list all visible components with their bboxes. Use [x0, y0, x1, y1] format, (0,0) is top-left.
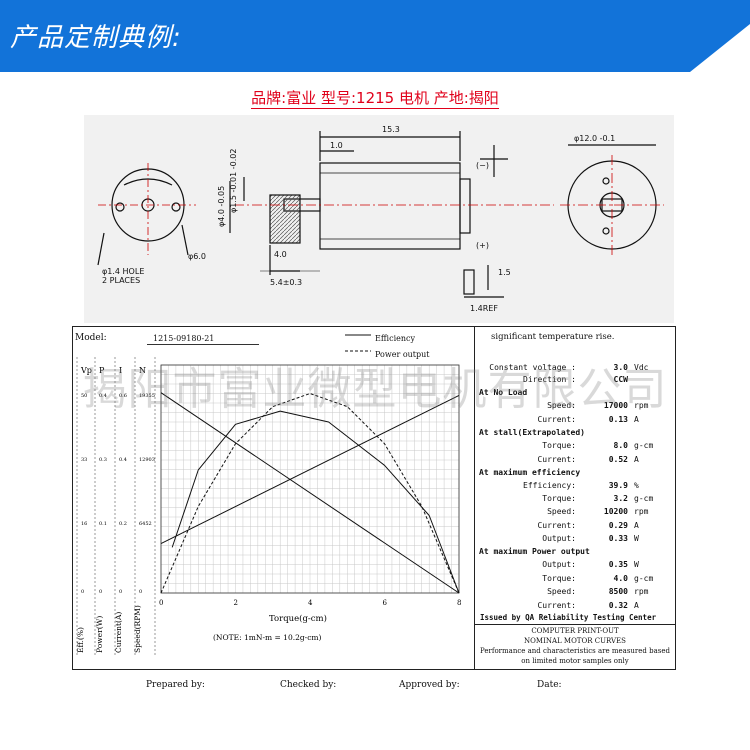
axis-tick-label: 12903	[139, 457, 155, 463]
axis-tick-label: 19355	[139, 393, 155, 399]
axis-tick-label: 0.1	[99, 521, 107, 527]
axis-tick-label: 0	[139, 589, 142, 595]
approved-by: Approved by:	[399, 680, 460, 690]
checked-by: Checked by:	[280, 680, 337, 690]
banner-title: 产品定制典例:	[10, 23, 182, 53]
x-tick-label: 2	[234, 599, 238, 607]
chart-note: (NOTE: 1mN-m = 10.2g-cm)	[213, 633, 322, 642]
dim-gear-dia: φ4.0 ‑0.05	[217, 186, 226, 227]
chart-legend: Efficiency Power output	[343, 330, 473, 360]
prepared-by: Prepared by:	[146, 680, 205, 690]
banner-background	[0, 0, 750, 72]
performance-sheet: Model: 1215-09180-21 Efficiency Power ou…	[72, 326, 676, 670]
axis-header: Vp	[80, 366, 92, 375]
dim-shaft-dia: φ1.5 ‑0.01 ‑0.02	[229, 149, 238, 213]
x-axis-label: Torque(g-cm)	[269, 613, 327, 624]
axis-tick-label: 50	[81, 393, 87, 399]
axis-label: Eff.(%)	[76, 627, 85, 653]
date-label: Date:	[537, 680, 562, 690]
section-no-load: At No Load	[479, 388, 528, 397]
axis-tick-label: 0.4	[99, 393, 107, 399]
model-value: 1215-09180-21	[153, 334, 215, 343]
dim-1: 1.0	[330, 141, 343, 150]
axis-label: Power(W)	[95, 616, 104, 653]
technical-drawing: 15.3 1.0 φ1.5 ‑0.01 ‑0.02 φ4.0 ‑0.05 4.0…	[84, 115, 674, 323]
minus-terminal-label: (−)	[476, 161, 489, 170]
hole-note-1: φ1.4 HOLE	[102, 267, 144, 276]
axis-tick-label: 0	[99, 589, 102, 595]
current-line	[160, 394, 460, 545]
section-max-power: At maximum Power output	[479, 547, 590, 556]
banner: 产品定制典例:	[0, 0, 750, 72]
x-tick-label: 4	[308, 599, 313, 607]
axis-header: I	[119, 366, 122, 375]
x-tick-label: 8	[457, 599, 461, 607]
section-stall: At stall(Extrapolated)	[479, 428, 585, 437]
axis-label: Current(A)	[114, 612, 123, 653]
speed-line	[160, 392, 460, 594]
dim-body-dia: φ12.0 ‑0.1	[574, 134, 615, 143]
model-label: Model:	[75, 333, 107, 343]
note-top: significant temperature rise.	[491, 332, 615, 342]
performance-chart: Vp P I N 50 33 16 0 0.4 0.3 0.1 0 0.6 0.4 0.2 0 19355 129…	[73, 357, 474, 669]
axis-tick-label: 0	[119, 589, 122, 595]
axis-tick-label: 0	[81, 589, 84, 595]
plot-frame	[160, 364, 460, 594]
x-tick-label: 0	[159, 599, 163, 607]
issued-by: Issued by QA Reliability Testing Center	[480, 613, 657, 622]
plus-terminal-label: (+)	[476, 241, 489, 250]
dim-term-ref: 1.4REF	[470, 304, 498, 313]
axis-tick-label: 33	[81, 457, 87, 463]
dim-gear-len: 4.0	[274, 250, 287, 259]
motor-drawing: 15.3 1.0 φ1.5 ‑0.01 ‑0.02 φ4.0 ‑0.05 4.0…	[97, 125, 664, 313]
efficiency-curve	[171, 410, 460, 594]
dim-term-h: 1.5	[498, 268, 511, 277]
chart-svg: Vp P I N 50 33 16 0 0.4 0.3 0.1 0 0.6 0.4 0.2 0 19355 129…	[76, 357, 461, 655]
axis-tick-label: 0.4	[119, 457, 127, 463]
axis-tick-label: 6452	[139, 521, 152, 527]
legend-efficiency: Efficiency	[375, 334, 416, 343]
axis-tick-label: 0.6	[119, 393, 127, 399]
axis-header: P	[99, 366, 105, 375]
x-tick-label: 6	[383, 599, 388, 607]
hole-note-2: 2 PLACES	[102, 276, 140, 285]
axis-tick-label: 0.3	[99, 457, 107, 463]
motor-body	[319, 162, 461, 250]
product-subtitle: 品牌:富业 型号:1215 电机 产地:揭阳	[251, 89, 499, 109]
section-max-eff: At maximum efficiency	[479, 468, 581, 477]
legend-power: Power output	[375, 350, 430, 359]
dim-length: 15.3	[382, 125, 400, 134]
dim-shaft-len: 5.4±0.3	[270, 278, 302, 287]
dim-hole: φ6.0	[188, 252, 206, 261]
axis-tick-label: 16	[81, 521, 87, 527]
axis-header: N	[139, 366, 146, 375]
axis-tick-label: 0.2	[119, 521, 127, 527]
printout-note: COMPUTER PRINT-OUT NOMINAL MOTOR CURVES …	[479, 627, 670, 665]
axis-label: Speed(RPM)	[133, 605, 142, 653]
